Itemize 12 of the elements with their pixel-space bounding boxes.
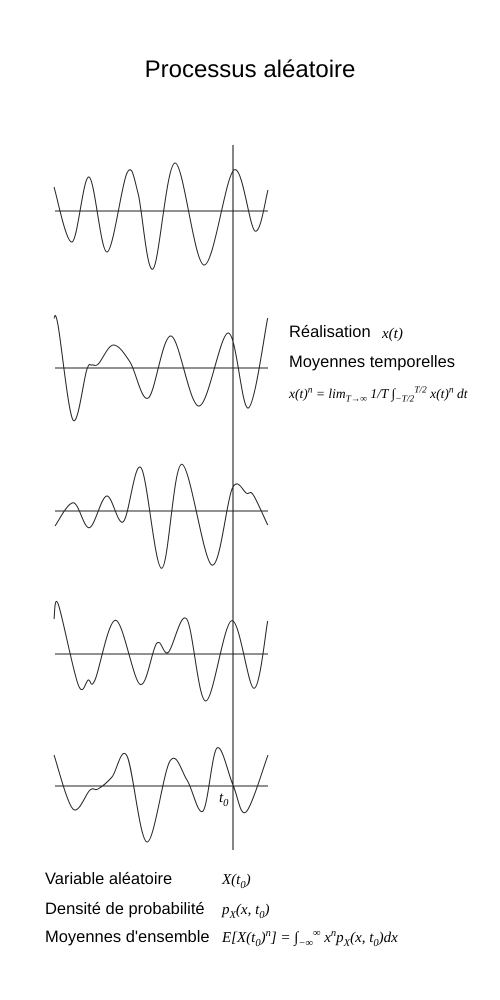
math-symbol: X(t$_{0}$): [222, 871, 251, 889]
formula: E[X(t$_{0}$)$^{n}$] = ∫$_{−∞}$$^{∞}$ x$^{n}$p$_{X}$(x, t$_{0}$)dx: [222, 929, 398, 947]
term-label: Moyennes d'ensemble: [45, 928, 210, 948]
math-symbol: x(t): [382, 325, 403, 343]
formula: x(t)$^{n}$ = lim$_{T→∞}$ 1/T ∫$_{−T/2}$$^{T/2}$ x(t)$^{n}$ dt: [289, 386, 468, 402]
term-label: Réalisation: [289, 323, 371, 343]
term-label: Variable aléatoire: [45, 870, 172, 890]
term-label: Densité de probabilité: [45, 900, 205, 920]
math-symbol: p$_{X}$(x, t$_{0}$): [222, 901, 270, 919]
time-mark-label: t$_{0}$: [219, 789, 228, 807]
term-label: Moyennes temporelles: [289, 353, 455, 373]
title: Processus aléatoire: [144, 56, 356, 85]
